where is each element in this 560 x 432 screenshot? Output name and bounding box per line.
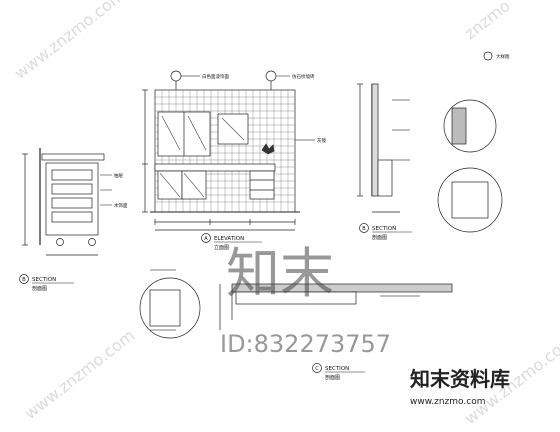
drawer-unit — [45, 162, 99, 236]
watermark-diag-bottom-left: www.znzmo.com — [21, 326, 138, 424]
callout-top-b: 仿石纹墙砖 — [292, 73, 315, 80]
watermark-id: ID:832273757 — [220, 330, 391, 358]
callout-mirror: 灰镜 — [317, 137, 326, 144]
watermark-brand: 知末资料库 — [410, 367, 510, 391]
caster-left — [56, 238, 64, 246]
elevation-mark: A — [204, 236, 208, 242]
right-section-sub-text: 剖面图 — [372, 234, 387, 241]
detail-circle-2 — [437, 167, 503, 233]
bottom-section-title-text: SECTION — [325, 366, 349, 372]
small-marker — [483, 51, 493, 61]
left-section-sub-text: 剖面图 — [32, 285, 47, 292]
right-section-title-text: SECTION — [372, 226, 396, 232]
section-marker-b — [265, 70, 277, 82]
bottom-section-sub-text: 剖面图 — [325, 374, 340, 381]
cabinet-drawers — [249, 170, 275, 200]
watermark-site: www.znzmo.com — [410, 397, 485, 407]
callout-drawer: 抽屉 — [114, 172, 123, 179]
right-cabinet — [377, 159, 393, 197]
elevation-title-text: ELEVATION — [214, 236, 244, 242]
elevation-title: A ELEVATION 立面图 — [201, 233, 262, 251]
plant-decoration — [261, 143, 275, 155]
left-section-mark: B — [22, 277, 26, 283]
bottom-section-title: C SECTION 剖面图 — [312, 363, 365, 381]
callout-wood: 木饰面 — [114, 202, 128, 209]
elevation-view — [142, 70, 315, 231]
detail-circle-bottom-left — [139, 277, 201, 339]
left-section-title: B SECTION 剖面图 — [19, 274, 74, 292]
section-marker-a — [170, 70, 182, 82]
vanity-counter — [154, 163, 276, 172]
detail-circle-1 — [443, 99, 497, 153]
right-section-view — [357, 51, 503, 233]
right-section-mark: B — [362, 226, 366, 232]
detail-label: 大样图 — [496, 53, 510, 60]
elevation-sub-text: 立面图 — [214, 244, 229, 251]
watermark-logo: 知末 — [226, 242, 334, 305]
caster-right — [88, 238, 96, 246]
watermark-diag-top-left: www.znzmo.com — [11, 0, 128, 83]
watermark-diag-top-right: znzmo — [461, 0, 514, 43]
callout-top-a: 白色面漆饰面 — [202, 73, 229, 80]
right-section-title: B SECTION 剖面图 — [359, 223, 412, 241]
left-section-view — [22, 148, 112, 256]
left-section-title-text: SECTION — [32, 277, 56, 283]
bottom-section-mark: C — [315, 366, 319, 372]
bottom-section-view — [139, 269, 453, 339]
